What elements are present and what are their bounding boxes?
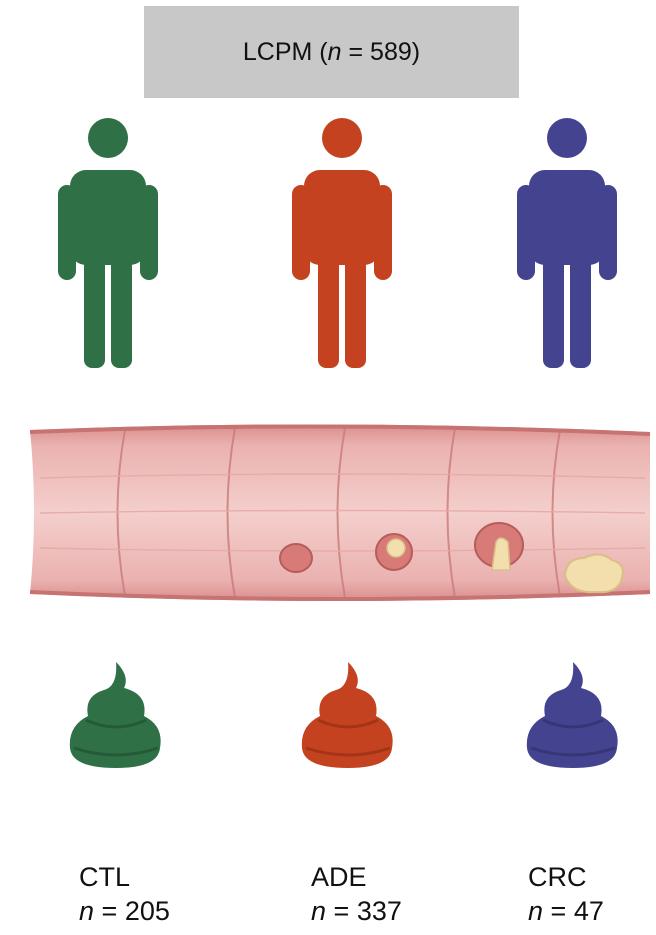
person-icon-ade (292, 115, 392, 370)
n-symbol-ctl: n (79, 896, 94, 926)
group-name-ade: ADE (311, 860, 402, 894)
n-symbol: n (328, 38, 342, 67)
n-symbol-ade: n (311, 896, 326, 926)
group-name-crc: CRC (528, 860, 604, 894)
group-label-crc: CRC n = 47 (528, 860, 604, 928)
polyp-small (280, 544, 312, 572)
group-name-ctl: CTL (79, 860, 170, 894)
stool-icon-ctl (66, 660, 166, 775)
tumor-mass (565, 554, 623, 592)
n-value-ade: 337 (357, 896, 402, 926)
stool-icon-crc (523, 660, 623, 775)
n-value-crc: 47 (574, 896, 604, 926)
group-label-ctl: CTL n = 205 (79, 860, 170, 928)
colon-illustration (0, 418, 656, 608)
group-label-ade: ADE n = 337 (311, 860, 402, 928)
person-icon-ctl (58, 115, 158, 370)
cohort-total: 589 (370, 38, 412, 67)
person-icon-crc (517, 115, 617, 370)
cohort-name: LCPM (243, 38, 312, 67)
n-value-ctl: 205 (125, 896, 170, 926)
stool-icon-ade (298, 660, 398, 775)
n-symbol-crc: n (528, 896, 543, 926)
cohort-title-box: LCPM (n = 589) (144, 6, 519, 98)
